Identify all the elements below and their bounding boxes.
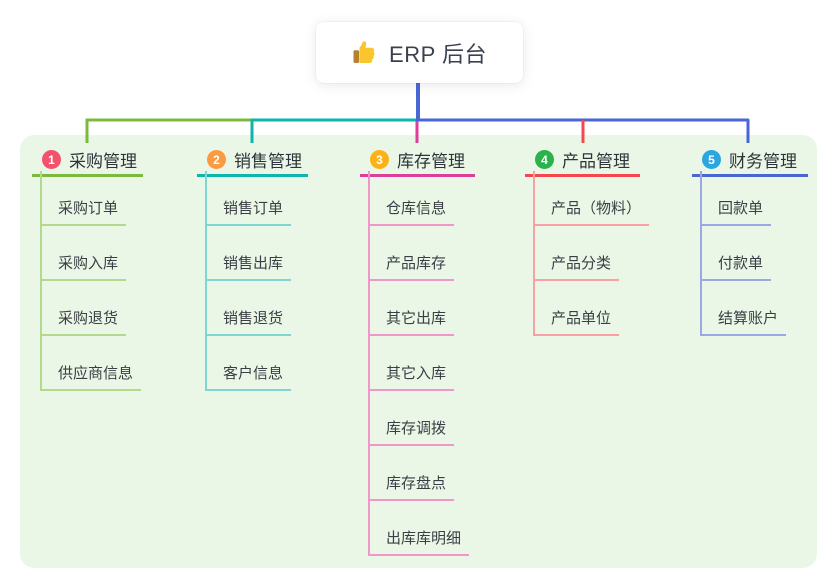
branch-1-title[interactable]: 1 采购管理 bbox=[32, 142, 143, 177]
branch-product: 4 产品管理 产品（物料） 产品分类 产品单位 bbox=[525, 142, 650, 336]
branch-5-badge: 5 bbox=[702, 150, 721, 169]
branch-finance: 5 财务管理 回款单 付款单 结算账户 bbox=[692, 142, 808, 336]
root-node-label: ERP 后台 bbox=[389, 41, 487, 67]
child-node[interactable]: 库存调拨 bbox=[370, 391, 475, 446]
branch-4-badge: 4 bbox=[535, 150, 554, 169]
child-node[interactable]: 供应商信息 bbox=[42, 336, 143, 391]
branch-3-children: 仓库信息 产品库存 其它出库 其它入库 库存调拨 库存盘点 出库库明细 bbox=[368, 171, 475, 556]
branch-4-children: 产品（物料） 产品分类 产品单位 bbox=[533, 171, 650, 336]
branch-1-children: 采购订单 采购入库 采购退货 供应商信息 bbox=[40, 171, 143, 391]
child-node[interactable]: 产品单位 bbox=[535, 281, 640, 336]
branch-3-label: 库存管理 bbox=[397, 152, 465, 171]
branch-3-title[interactable]: 3 库存管理 bbox=[360, 142, 475, 177]
branch-2-children: 销售订单 销售出库 销售退货 客户信息 bbox=[205, 171, 308, 391]
child-node[interactable]: 采购订单 bbox=[42, 171, 143, 226]
branch-2-title[interactable]: 2 销售管理 bbox=[197, 142, 308, 177]
child-node[interactable]: 回款单 bbox=[702, 171, 808, 226]
child-node[interactable]: 库存盘点 bbox=[370, 446, 475, 501]
child-node[interactable]: 采购退货 bbox=[42, 281, 143, 336]
child-node[interactable]: 销售订单 bbox=[207, 171, 308, 226]
child-node[interactable]: 销售出库 bbox=[207, 226, 308, 281]
child-node[interactable]: 销售退货 bbox=[207, 281, 308, 336]
thumbs-up-icon bbox=[353, 41, 375, 63]
root-node[interactable]: ERP 后台 bbox=[316, 22, 523, 83]
branch-inventory: 3 库存管理 仓库信息 产品库存 其它出库 其它入库 库存调拨 库存盘点 出库库… bbox=[360, 142, 475, 556]
child-node[interactable]: 结算账户 bbox=[702, 281, 808, 336]
branch-2-label: 销售管理 bbox=[234, 152, 302, 171]
child-node[interactable]: 付款单 bbox=[702, 226, 808, 281]
child-node[interactable]: 其它出库 bbox=[370, 281, 475, 336]
branch-2-badge: 2 bbox=[207, 150, 226, 169]
branch-5-label: 财务管理 bbox=[729, 152, 797, 171]
branch-3-badge: 3 bbox=[370, 150, 389, 169]
branch-sales: 2 销售管理 销售订单 销售出库 销售退货 客户信息 bbox=[197, 142, 308, 391]
branch-1-label: 采购管理 bbox=[69, 152, 137, 171]
child-node[interactable]: 仓库信息 bbox=[370, 171, 475, 226]
child-node[interactable]: 其它入库 bbox=[370, 336, 475, 391]
branch-5-title[interactable]: 5 财务管理 bbox=[692, 142, 808, 177]
panel bbox=[20, 135, 817, 568]
branch-4-label: 产品管理 bbox=[562, 152, 630, 171]
child-node[interactable]: 采购入库 bbox=[42, 226, 143, 281]
branch-purchase: 1 采购管理 采购订单 采购入库 采购退货 供应商信息 bbox=[32, 142, 143, 391]
child-node[interactable]: 出库库明细 bbox=[370, 501, 475, 556]
branch-5-children: 回款单 付款单 结算账户 bbox=[700, 171, 808, 336]
child-node[interactable]: 客户信息 bbox=[207, 336, 308, 391]
child-node[interactable]: 产品分类 bbox=[535, 226, 640, 281]
branch-4-title[interactable]: 4 产品管理 bbox=[525, 142, 640, 177]
child-node[interactable]: 产品库存 bbox=[370, 226, 475, 281]
branch-1-badge: 1 bbox=[42, 150, 61, 169]
child-node[interactable]: 产品（物料） bbox=[535, 171, 650, 226]
